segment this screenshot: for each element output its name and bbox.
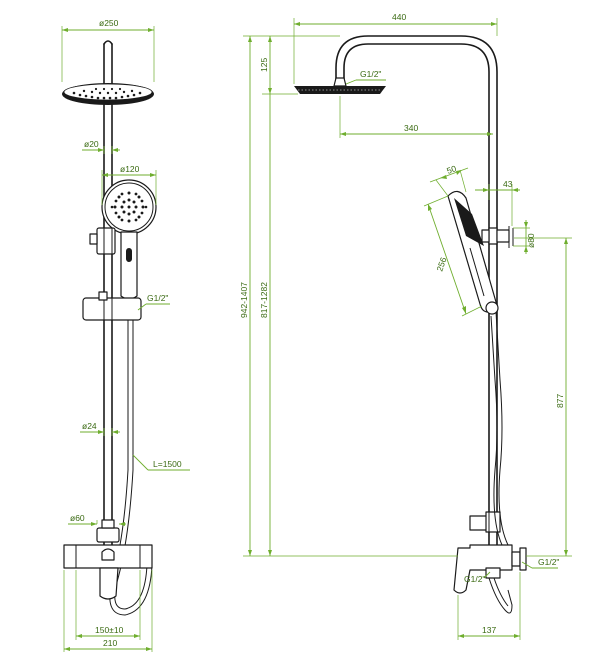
side-overhead-shower-head xyxy=(294,77,386,94)
dim-side-hand-length: 256 xyxy=(434,256,448,273)
side-riser-pipe xyxy=(335,35,498,546)
side-mixer-valve xyxy=(453,511,527,614)
dim-side-bracket-dia: ø80 xyxy=(526,233,536,248)
dim-front-hand-dia: ø120 xyxy=(120,164,140,174)
dim-side-hand-head: 50 xyxy=(445,163,458,176)
front-hand-shower xyxy=(101,179,157,300)
dim-side-total-height: 942-1407 xyxy=(239,282,249,318)
side-slide-bracket xyxy=(481,226,514,248)
dim-side-inlet-thread-left: G1/2" xyxy=(464,574,485,584)
front-view xyxy=(61,26,190,652)
side-hose xyxy=(495,311,509,546)
dim-side-head-height: 125 xyxy=(259,58,269,72)
dim-front-holder-thread: G1/2" xyxy=(147,293,168,303)
dim-side-bracket-offset: 43 xyxy=(503,179,513,189)
side-view xyxy=(243,18,572,640)
front-mixer-valve xyxy=(63,519,153,600)
dim-front-pipe-top-dia: ø20 xyxy=(84,139,99,149)
front-dimensions xyxy=(61,26,190,652)
dim-side-inlet-thread-right: G1/2" xyxy=(538,557,559,567)
dim-side-arm-reach: 440 xyxy=(392,12,406,22)
dim-side-head-thread: G1/2" xyxy=(360,69,381,79)
front-slide-bracket xyxy=(89,227,116,255)
side-dimensions xyxy=(243,18,572,640)
dim-front-hose-length: L=1500 xyxy=(153,459,182,469)
dim-side-mount-height: 817-1282 xyxy=(259,282,269,318)
front-hose-holder xyxy=(82,291,142,321)
dim-front-pipe-bottom-dia: ø24 xyxy=(82,421,97,431)
front-overhead-shower-head xyxy=(62,83,154,105)
dim-side-slide-height: 877 xyxy=(555,394,565,408)
dim-front-mount-spacing: 150±10 xyxy=(95,625,124,635)
dim-side-arm-offset: 340 xyxy=(404,123,418,133)
dim-front-head-dia: ø250 xyxy=(99,18,119,28)
dim-side-depth: 137 xyxy=(482,625,496,635)
dim-front-total-width: 210 xyxy=(103,638,117,648)
dim-front-mixer-dia: ø60 xyxy=(70,513,85,523)
side-hand-shower xyxy=(447,190,499,315)
dimension-labels: ø250 ø20 ø120 G1/2" ø24 L=1500 ø60 150±1… xyxy=(70,12,565,648)
